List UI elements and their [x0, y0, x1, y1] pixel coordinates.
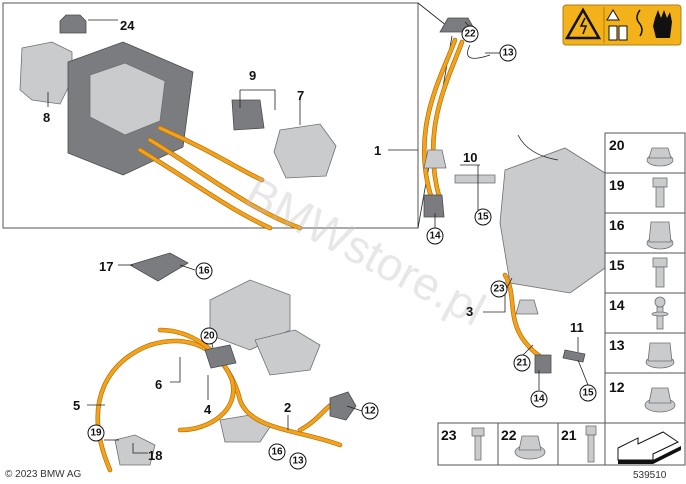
svg-text:15: 15: [609, 257, 625, 273]
callout-3: 3: [466, 304, 473, 319]
svg-text:12: 12: [609, 379, 625, 395]
callout-8: 8: [43, 110, 50, 125]
part-cell-12: 12: [609, 379, 676, 413]
callout-18: 18: [148, 448, 162, 463]
svg-text:23: 23: [493, 284, 505, 295]
part-cell-14: 14: [609, 296, 669, 330]
parts-row: 23 22 21: [437, 422, 686, 466]
part-cell-21: 21: [561, 425, 597, 463]
svg-text:14: 14: [609, 297, 625, 313]
copyright: © 2023 BMW AG: [5, 469, 82, 480]
svg-text:12: 12: [364, 406, 376, 417]
svg-text:16: 16: [609, 217, 625, 233]
callout-24: 24: [120, 18, 135, 33]
svg-text:20: 20: [609, 137, 625, 153]
part-cell-15: 15: [609, 257, 668, 288]
svg-text:20: 20: [203, 331, 215, 342]
svg-text:16: 16: [271, 447, 283, 458]
svg-text:21: 21: [561, 427, 577, 443]
svg-text:14: 14: [533, 394, 545, 405]
circled-callout-14: 14: [426, 227, 444, 245]
svg-text:21: 21: [516, 358, 528, 369]
callout-17: 17: [99, 259, 113, 274]
circled-callout-15b: 15: [579, 384, 597, 402]
callout-4: 4: [204, 402, 212, 417]
part-cell-23: 23: [441, 427, 485, 461]
circled-callout-21: 21: [513, 354, 531, 372]
callout-10: 10: [463, 150, 477, 165]
callout-5: 5: [73, 398, 80, 413]
part-cell-19: 19: [609, 177, 668, 208]
electric-machine-unit: [499, 147, 606, 294]
circled-callout-13: 13: [499, 44, 517, 62]
circled-callout-14b: 14: [530, 390, 548, 408]
electric-shock-hand-icon: [653, 10, 672, 38]
callout-1: 1: [374, 143, 381, 158]
circled-callout-19: 19: [87, 424, 105, 442]
svg-text:13: 13: [609, 337, 625, 353]
circled-callout-16b: 16: [268, 443, 286, 461]
arrow-symbol-icon: [617, 431, 681, 464]
circled-callout-15: 15: [474, 208, 492, 226]
svg-text:16: 16: [198, 266, 210, 277]
svg-text:13: 13: [292, 456, 304, 467]
callout-6: 6: [155, 377, 162, 392]
part-cell-22: 22: [501, 427, 546, 460]
part-cell-13: 13: [609, 337, 675, 369]
circled-callout-23: 23: [490, 280, 508, 298]
callout-7: 7: [297, 88, 304, 103]
circled-callout-16: 16: [195, 262, 213, 280]
svg-text:19: 19: [609, 177, 625, 193]
circled-callout-12: 12: [361, 402, 379, 420]
parts-column: 20 19 16 15 14 13 12: [604, 132, 686, 424]
callout-9: 9: [249, 68, 256, 83]
callout-2: 2: [284, 400, 291, 415]
high-voltage-warning-label: [562, 4, 682, 46]
svg-text:15: 15: [582, 388, 594, 399]
svg-text:19: 19: [90, 428, 102, 439]
part-cell-20: 20: [609, 137, 674, 167]
detail-inset-frame: [2, 2, 419, 229]
svg-text:22: 22: [464, 29, 476, 40]
svg-text:15: 15: [477, 212, 489, 223]
svg-text:13: 13: [502, 48, 514, 59]
circled-callout-13b: 13: [289, 452, 307, 470]
svg-text:22: 22: [501, 427, 517, 443]
high-voltage-triangle-icon: [564, 7, 602, 40]
part-cell-16: 16: [609, 217, 674, 250]
read-manual-icon: [606, 9, 628, 41]
diagram-number: 539510: [633, 470, 667, 481]
callout-11: 11: [570, 320, 584, 335]
inset-parts: [19, 14, 337, 231]
circled-callout-20: 20: [200, 327, 218, 345]
svg-text:14: 14: [429, 231, 441, 242]
svg-text:23: 23: [441, 427, 457, 443]
circled-callout-22: 22: [461, 25, 479, 43]
